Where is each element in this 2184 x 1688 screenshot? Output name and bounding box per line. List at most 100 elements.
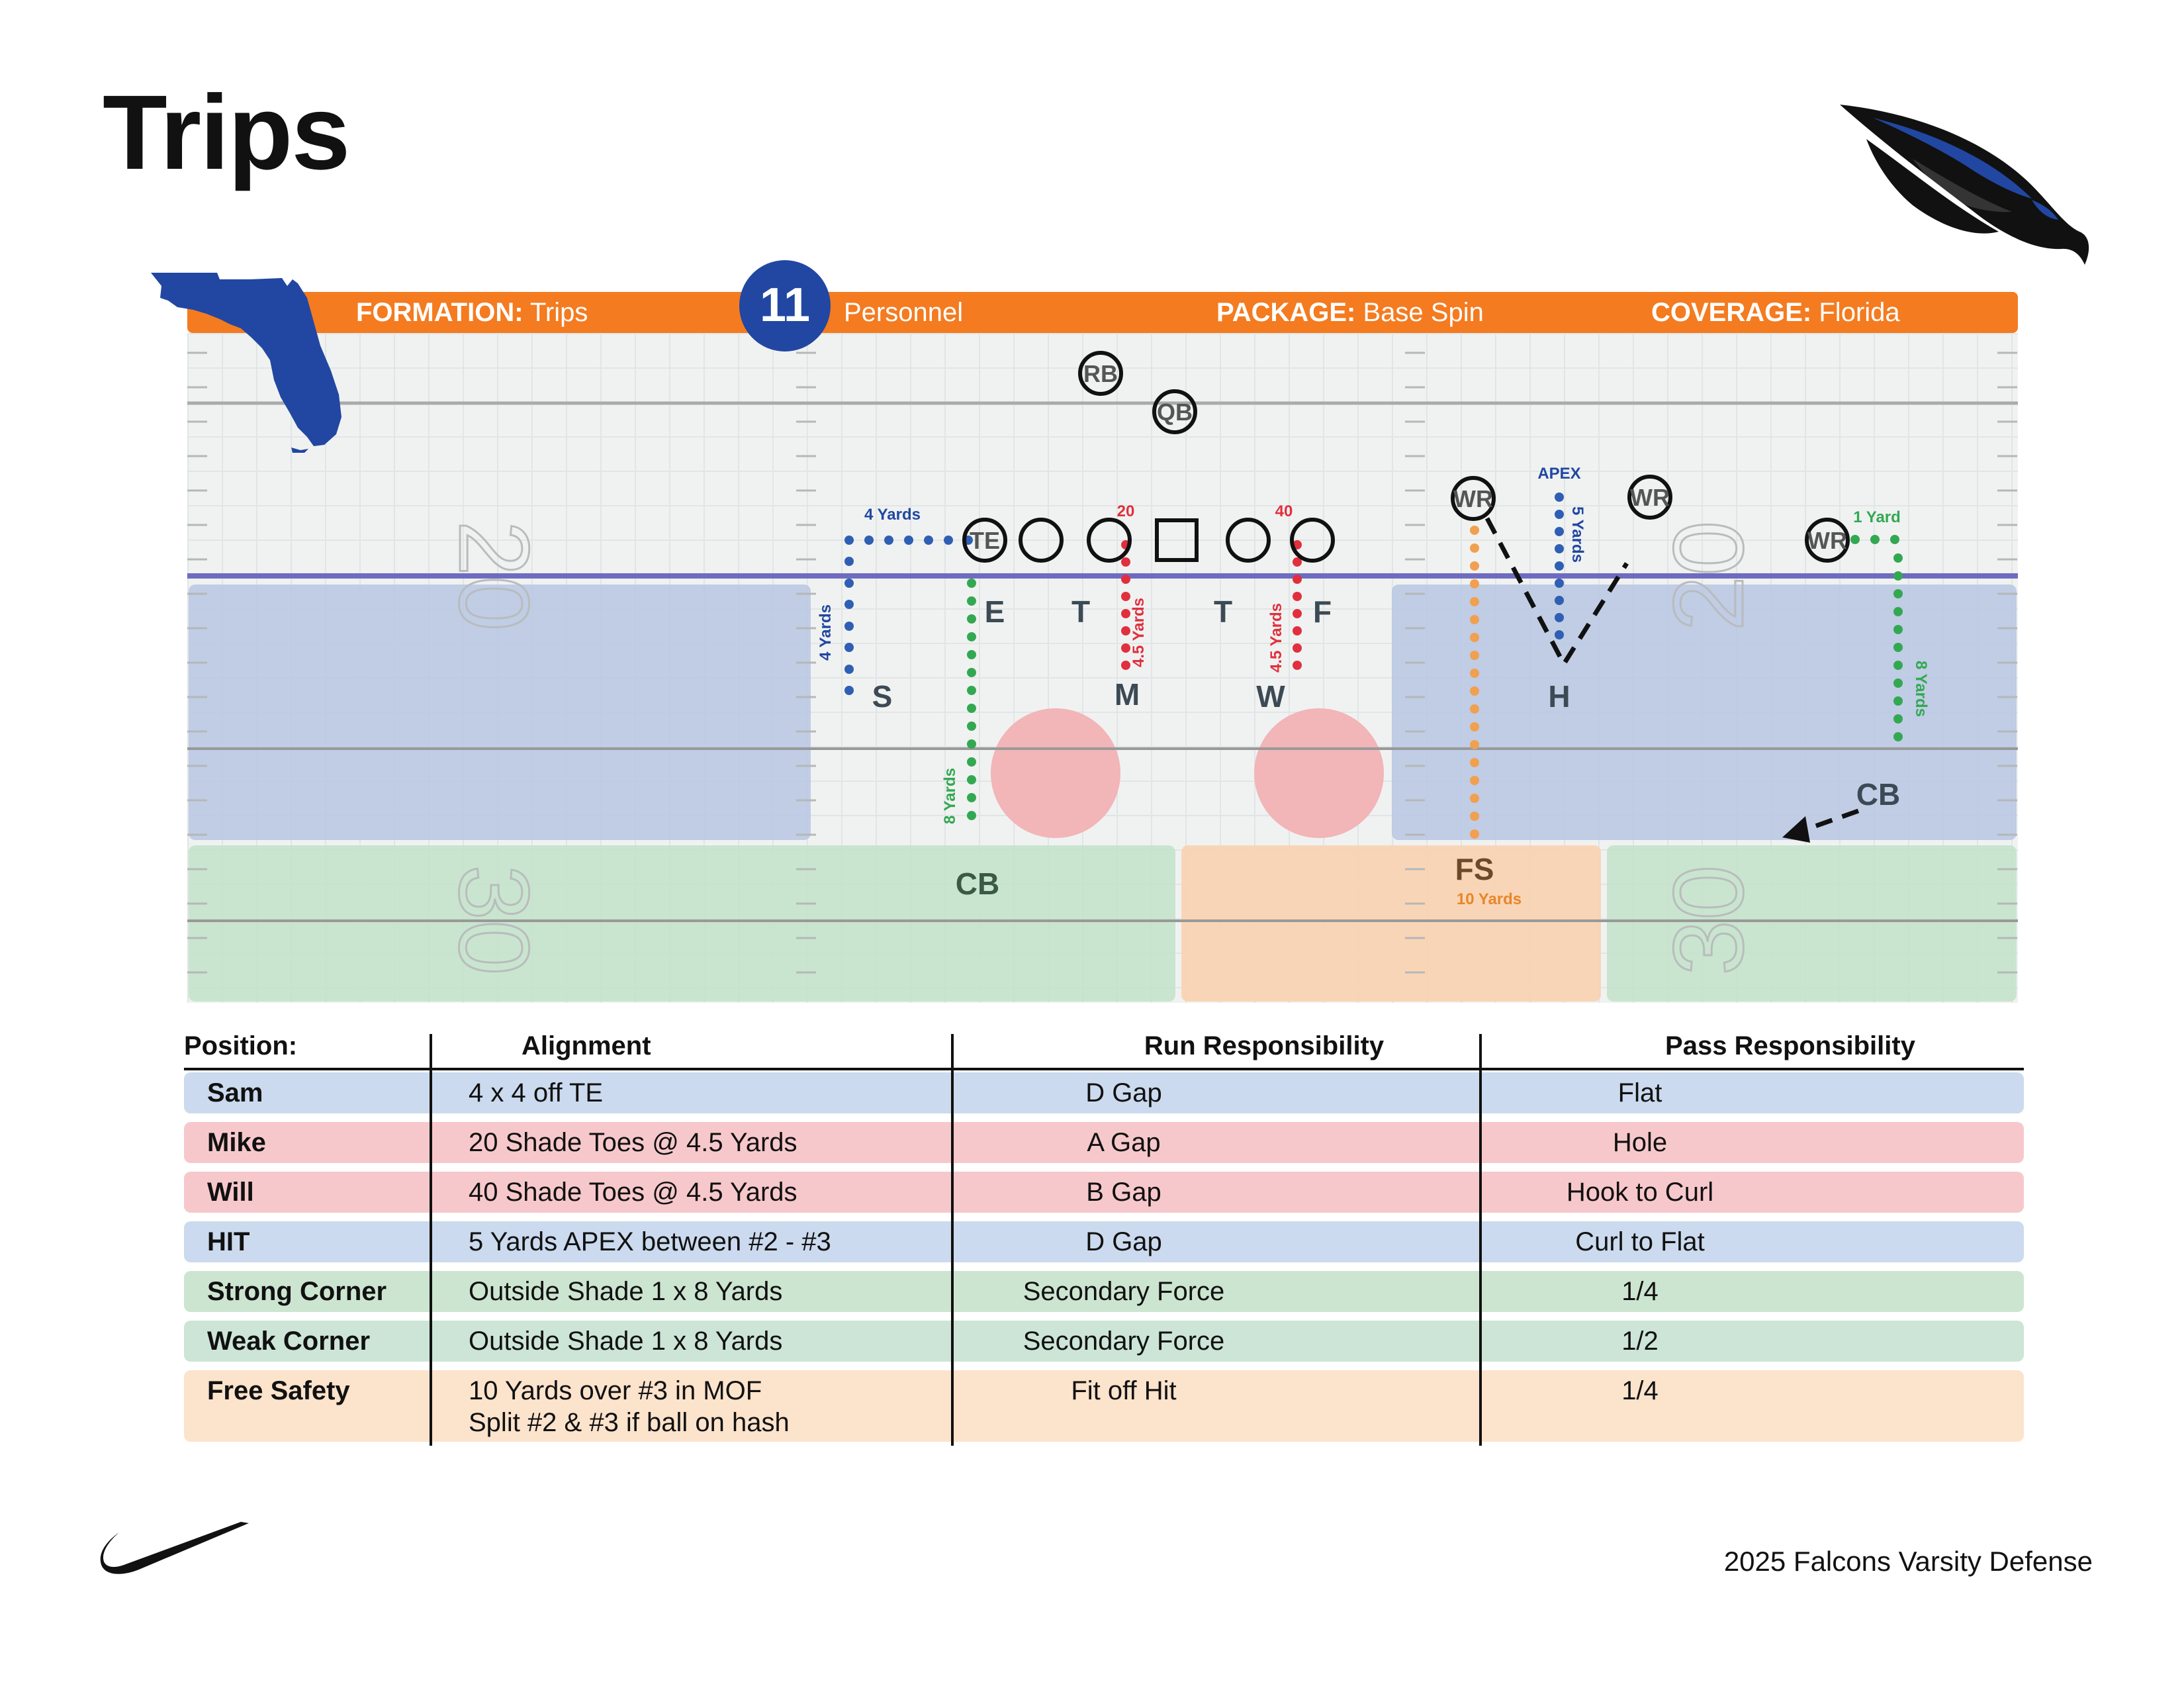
right-corner-dots xyxy=(1850,535,1903,741)
arrow-icon xyxy=(1782,816,1810,843)
lineman-lt xyxy=(1019,518,1064,563)
table-header-divider xyxy=(184,1068,2024,1070)
header-alignment: Alignment xyxy=(522,1031,651,1060)
field-diagram: 20 30 20 30 xyxy=(187,333,2018,1003)
formation-info: FORMATION: Trips xyxy=(356,292,588,333)
personnel-label: Personnel xyxy=(844,298,964,327)
coverage-label: COVERAGE: xyxy=(1651,298,1812,327)
cell-alignment: 40 Shade Toes @ 4.5 Yards xyxy=(469,1178,797,1207)
swoosh-icon xyxy=(100,1522,249,1574)
falcon-head-icon xyxy=(1840,105,2089,265)
cell-pass: 1/2 xyxy=(1621,1327,1659,1356)
wr-3-circle xyxy=(1451,476,1496,521)
annotation-one-yard: 1 Yard xyxy=(1853,508,1901,526)
mike-depth-dots xyxy=(1121,540,1130,670)
wr-1-circle xyxy=(1805,518,1850,563)
package-info: PACKAGE: Base Spin xyxy=(1216,292,1484,333)
annotation-shade-20: 20 xyxy=(1117,502,1135,520)
cell-position: Mike xyxy=(207,1128,266,1157)
header-pass: Pass Responsibility xyxy=(1665,1031,1915,1060)
table-divider-2 xyxy=(951,1034,954,1446)
defender-t-left: T xyxy=(1071,594,1090,629)
rb-label: RB xyxy=(1083,360,1118,387)
defender-will: W xyxy=(1256,679,1285,714)
yard-number-left-20: 20 xyxy=(439,521,550,632)
annotation-apex: APEX xyxy=(1537,465,1580,483)
cell-position: HIT xyxy=(207,1227,250,1256)
cell-run: Secondary Force xyxy=(1023,1277,1225,1306)
cell-position: Weak Corner xyxy=(207,1327,371,1356)
defender-corner-left: CB xyxy=(956,867,999,901)
annotation-mike-depth: 4.5 Yards xyxy=(1130,598,1148,667)
free-safety-zone xyxy=(1181,845,1601,1002)
free-safety-depth-dots xyxy=(1470,526,1479,839)
table-row: Free Safety 10 Yards over #3 in MOF Split … xyxy=(184,1370,2024,1442)
wr-3-label: WR xyxy=(1453,485,1493,512)
will-depth-dots xyxy=(1293,540,1302,670)
defender-free-safety: FS xyxy=(1455,852,1494,886)
cell-position: Free Safety xyxy=(207,1376,350,1405)
page-title: Trips xyxy=(103,73,350,191)
cell-pass: 1/4 xyxy=(1621,1277,1659,1306)
cell-alignment-line2: Split #2 & #3 if ball on hash xyxy=(469,1408,790,1437)
mike-hole-zone xyxy=(991,708,1120,838)
cell-position: Sam xyxy=(207,1078,263,1107)
florida-map-icon xyxy=(151,273,341,453)
cell-alignment: Outside Shade 1 x 8 Yards xyxy=(469,1327,783,1356)
te-circle xyxy=(962,518,1007,563)
defender-t-right: T xyxy=(1214,594,1232,629)
defender-f: F xyxy=(1313,594,1332,629)
defender-e: E xyxy=(985,594,1005,629)
table-divider-3 xyxy=(1479,1034,1482,1446)
wr-2-label: WR xyxy=(1630,484,1670,511)
package-label: PACKAGE: xyxy=(1216,298,1356,327)
cell-pass: Flat xyxy=(1617,1078,1662,1107)
formation-label: FORMATION: xyxy=(356,298,523,327)
left-corner-dots xyxy=(967,579,976,820)
yard-number-left-30: 30 xyxy=(439,865,550,976)
cell-alignment: 4 x 4 off TE xyxy=(469,1078,604,1107)
annotation-sam-width: 4 Yards xyxy=(864,506,921,524)
annotation-left-corner-depth: 8 Yards xyxy=(941,768,959,824)
cell-alignment: 20 Shade Toes @ 4.5 Yards xyxy=(469,1128,797,1157)
defender-mike: M xyxy=(1115,677,1140,712)
qb-circle xyxy=(1152,389,1197,434)
left-corner-zone xyxy=(189,845,1175,1002)
sam-alignment-dots xyxy=(844,536,973,695)
table-row: Weak Corner Outside Shade 1 x 8 Yards Seco… xyxy=(184,1321,2024,1362)
table-divider-1 xyxy=(430,1034,432,1446)
formation-value: Trips xyxy=(529,298,588,327)
header-run: Run Responsibility xyxy=(1144,1031,1385,1060)
cell-position: Strong Corner xyxy=(207,1277,387,1306)
corner-bail-route xyxy=(1801,808,1860,833)
annotation-will-depth: 4.5 Yards xyxy=(1267,603,1285,673)
annotation-shade-40: 40 xyxy=(1275,502,1293,520)
cell-pass: Hole xyxy=(1612,1128,1668,1157)
cell-pass: Hook to Curl xyxy=(1566,1178,1714,1207)
annotation-hit-depth: 5 Yards xyxy=(1569,506,1586,563)
annotation-sam-depth: 4 Yards xyxy=(817,604,835,661)
table-row: Strong Corner Outside Shade 1 x 8 Yards Se… xyxy=(184,1271,2024,1312)
header-position: Position: xyxy=(184,1031,298,1060)
defender-sam: S xyxy=(872,679,893,714)
lineman-rt xyxy=(1290,518,1335,563)
cell-alignment: 5 Yards APEX between #2 - #3 xyxy=(469,1227,831,1256)
wr-1-label: WR xyxy=(1807,527,1847,554)
cell-alignment: 10 Yards over #3 in MOF xyxy=(469,1376,762,1405)
lineman-rg xyxy=(1226,518,1271,563)
cell-position: Will xyxy=(207,1178,254,1207)
hit-zone xyxy=(1392,585,2017,840)
defender-hit: H xyxy=(1548,679,1570,714)
cell-run: D Gap xyxy=(1085,1227,1162,1256)
qb-label: QB xyxy=(1157,399,1193,426)
personnel-badge: 11 xyxy=(739,260,831,352)
yard-number-right-20: 20 xyxy=(1653,521,1764,632)
coverage-info: COVERAGE: Florida xyxy=(1651,292,1900,333)
cell-alignment: Outside Shade 1 x 8 Yards xyxy=(469,1277,783,1306)
cell-run: A Gap xyxy=(1087,1128,1161,1157)
cell-run: Secondary Force xyxy=(1023,1327,1225,1356)
hit-depth-dots xyxy=(1555,492,1564,639)
